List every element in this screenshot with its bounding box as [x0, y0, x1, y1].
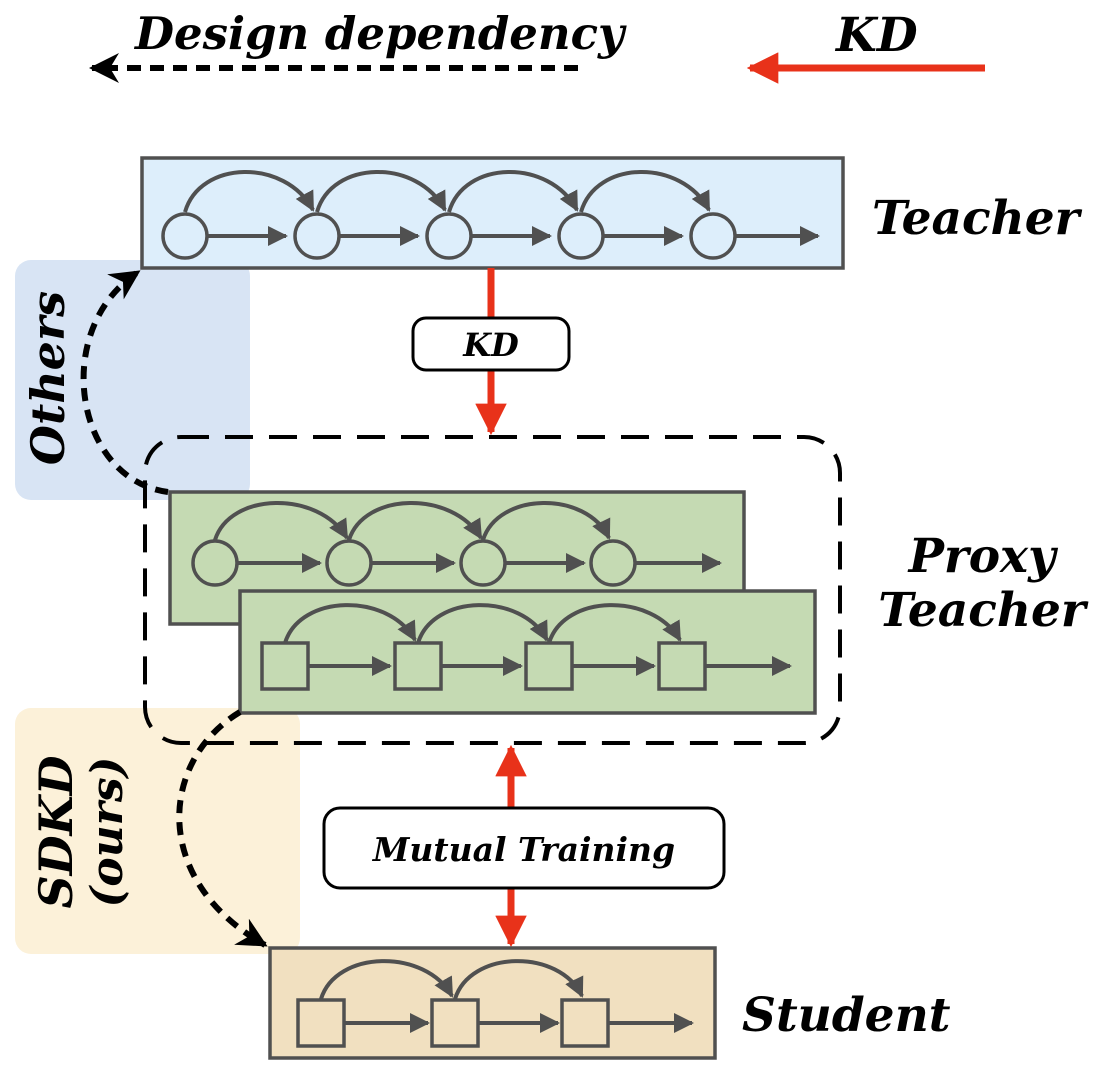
legend-design-dependency-label: Design dependency	[133, 7, 627, 60]
student-label: Student	[742, 988, 951, 1043]
circle-node-icon	[689, 212, 737, 260]
student-model	[268, 946, 717, 1060]
mutual-training-box	[322, 806, 726, 890]
circle-node-icon	[589, 539, 637, 587]
square-node-icon	[260, 641, 310, 691]
circle-node-icon	[459, 539, 507, 587]
mutual-training-edge: Mutual Training	[322, 744, 726, 948]
square-node-icon	[524, 641, 574, 691]
sdkd-label-line1: SDKD	[29, 755, 83, 908]
circle-node-icon	[557, 212, 605, 260]
proxy-model-squares	[238, 589, 817, 715]
square-node-icon	[657, 641, 707, 691]
square-node-icon	[430, 998, 480, 1048]
teacher-model	[140, 156, 845, 270]
sdkd-panel	[15, 708, 300, 954]
square-node-icon	[296, 998, 346, 1048]
legend-kd-label: KD	[834, 8, 918, 63]
kd-edge-box	[411, 316, 571, 372]
others-design-dependency-arrow	[80, 269, 169, 495]
kd-edge: KD	[411, 268, 571, 436]
circle-node-icon	[191, 539, 239, 587]
legend: Design dependency KD	[89, 7, 985, 84]
teacher-label: Teacher	[872, 191, 1083, 246]
circle-node-icon	[425, 212, 473, 260]
others-panel	[15, 260, 250, 500]
circle-node-icon	[293, 212, 341, 260]
mutual-training-label: Mutual Training	[372, 830, 675, 869]
square-node-icon	[393, 641, 443, 691]
proxy-group-outline	[143, 435, 842, 745]
others-label: Others	[21, 291, 75, 465]
proxy-label-line2: Teacher	[878, 583, 1089, 638]
sdkd-label-line2: (ours)	[82, 757, 133, 908]
proxy-label-line1: Proxy	[907, 529, 1058, 584]
kd-edge-label: KD	[462, 326, 519, 364]
square-node-icon	[560, 998, 610, 1048]
circle-node-icon	[161, 212, 209, 260]
circle-node-icon	[325, 539, 373, 587]
